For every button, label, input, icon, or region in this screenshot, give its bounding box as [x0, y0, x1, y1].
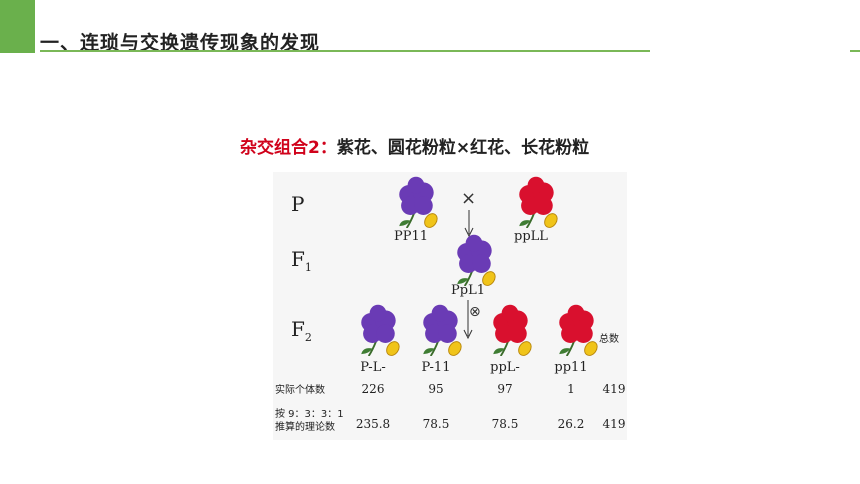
header-divider-end	[850, 50, 860, 52]
parent-genotype-2: ppLL	[514, 229, 548, 244]
theory-value-3: 78.5	[491, 417, 519, 431]
actual-value-1: 226	[361, 382, 385, 396]
actual-value-3: 97	[497, 382, 513, 396]
parent-red-flower	[518, 175, 561, 228]
parent-genotype-1: PP11	[393, 229, 429, 244]
actual-value-4: 1	[567, 382, 575, 396]
page-title: 一、连琐与交换遗传现象的发现	[40, 32, 321, 54]
actual-count-label: 实际个体数	[275, 385, 325, 396]
f2-genotype-2: P-11	[421, 360, 451, 375]
f2-genotype-4: pp11	[554, 360, 588, 375]
theory-value-1: 235.8	[355, 417, 391, 431]
actual-value-total: 419	[602, 382, 626, 396]
f1-genotype: PpL1	[451, 283, 485, 298]
header-accent-bar	[0, 0, 35, 53]
figure-title-rest: 紫花、圆花粉粒×红花、长花粉粒	[336, 138, 590, 158]
self-cross-symbol: ⊗	[469, 304, 481, 320]
f2-flower-1	[360, 303, 403, 356]
figure-title-prefix: 杂交组合2：	[240, 138, 337, 158]
f2-genotype-1: P-L-	[360, 360, 386, 375]
theory-value-2: 78.5	[422, 417, 450, 431]
f2-flower-4	[558, 303, 601, 356]
f2-flower-3	[492, 303, 535, 356]
parent-purple-flower	[398, 175, 441, 228]
f2-flower-2	[422, 303, 465, 356]
generation-f2: F2	[291, 317, 312, 344]
generation-f1: F1	[291, 247, 312, 274]
self-cross-arrow	[463, 300, 473, 340]
cross-arrow	[464, 210, 474, 238]
generation-p: P	[291, 192, 305, 216]
total-label: 总数	[599, 334, 619, 345]
actual-value-2: 95	[428, 382, 444, 396]
figure-title: 杂交组合2：紫花、圆花粉粒×红花、长花粉粒	[240, 133, 589, 158]
theory-value-4: 26.2	[557, 417, 585, 431]
f1-flower	[456, 233, 499, 286]
cross-symbol: ×	[461, 188, 477, 209]
cross-diagram: P F1 F2 PP11 ppLL × PpL1 ⊗ 总数 P-L- P-11 …	[273, 172, 627, 440]
theory-value-total: 419	[602, 417, 626, 431]
header-divider	[40, 50, 650, 52]
f2-genotype-3: ppL-	[490, 360, 520, 375]
